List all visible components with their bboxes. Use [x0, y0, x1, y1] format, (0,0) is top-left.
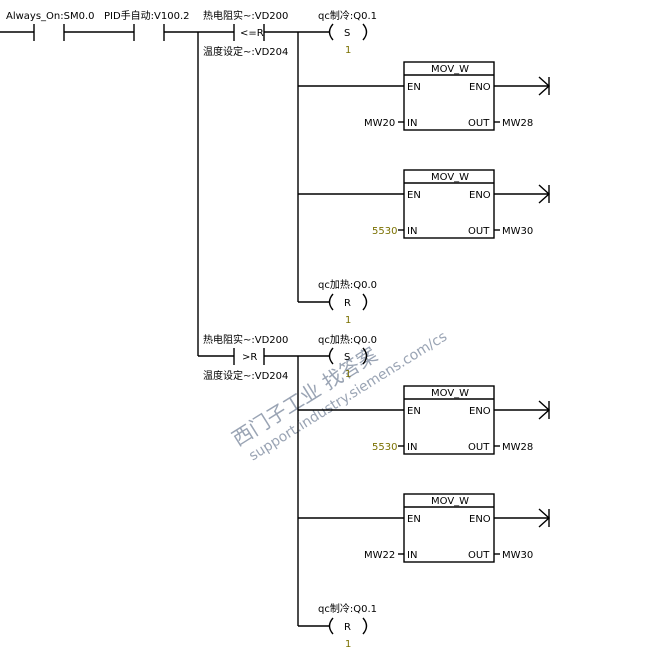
- coil-count: 1: [345, 45, 351, 56]
- coil-label: qc制冷:Q0.1: [318, 602, 377, 615]
- block-title: MOV_W: [431, 64, 469, 75]
- block-in-pin: IN: [407, 550, 417, 561]
- block-title: MOV_W: [431, 172, 469, 183]
- block-out-pin: OUT: [468, 550, 490, 561]
- block-en-pin: EN: [407, 82, 421, 93]
- coil-op: R: [344, 298, 351, 309]
- coil-label: qc加热:Q0.0: [318, 333, 377, 346]
- block-out-value: MW30: [502, 550, 533, 561]
- coil-count: 1: [345, 369, 351, 380]
- block-en-pin: EN: [407, 406, 421, 417]
- block-out-value: MW30: [502, 226, 533, 237]
- block-en-pin: EN: [407, 514, 421, 525]
- block-eno-pin: ENO: [469, 406, 491, 417]
- coil-count: 1: [345, 315, 351, 326]
- block-en-pin: EN: [407, 190, 421, 201]
- contact-pid-label: PID手自动:V100.2: [104, 9, 190, 22]
- contact-always-on-label: Always_On:SM0.0: [6, 11, 95, 22]
- coil-op: S: [344, 352, 350, 363]
- compare-op-gt: >R: [242, 352, 257, 363]
- watermark-url: support.industry.siemens.com/cs: [246, 329, 450, 465]
- coil-count: 1: [345, 639, 351, 650]
- block-in-pin: IN: [407, 442, 417, 453]
- coil-op: S: [344, 28, 350, 39]
- block-title: MOV_W: [431, 496, 469, 507]
- block-in-value: MW22: [364, 550, 395, 561]
- block-out-value: MW28: [502, 442, 533, 453]
- compare-setpoint-label-2: 温度设定~:VD204: [203, 369, 288, 382]
- coil-label: qc加热:Q0.0: [318, 278, 377, 291]
- coil-label: qc制冷:Q0.1: [318, 9, 377, 22]
- block-eno-pin: ENO: [469, 190, 491, 201]
- block-in-value: 5530: [372, 442, 397, 453]
- block-out-value: MW28: [502, 118, 533, 129]
- block-out-pin: OUT: [468, 118, 490, 129]
- compare-op-le: <=R: [240, 28, 264, 39]
- block-eno-pin: ENO: [469, 514, 491, 525]
- compare-setpoint-label: 温度设定~:VD204: [203, 45, 288, 58]
- coil-op: R: [344, 622, 351, 633]
- block-in-pin: IN: [407, 118, 417, 129]
- block-out-pin: OUT: [468, 226, 490, 237]
- block-in-value: MW20: [364, 118, 395, 129]
- compare-thermo-label: 热电阻实~:VD200: [203, 9, 288, 22]
- block-in-pin: IN: [407, 226, 417, 237]
- block-out-pin: OUT: [468, 442, 490, 453]
- block-eno-pin: ENO: [469, 82, 491, 93]
- compare-thermo-label-2: 热电阻实~:VD200: [203, 333, 288, 346]
- block-title: MOV_W: [431, 388, 469, 399]
- block-in-value: 5530: [372, 226, 397, 237]
